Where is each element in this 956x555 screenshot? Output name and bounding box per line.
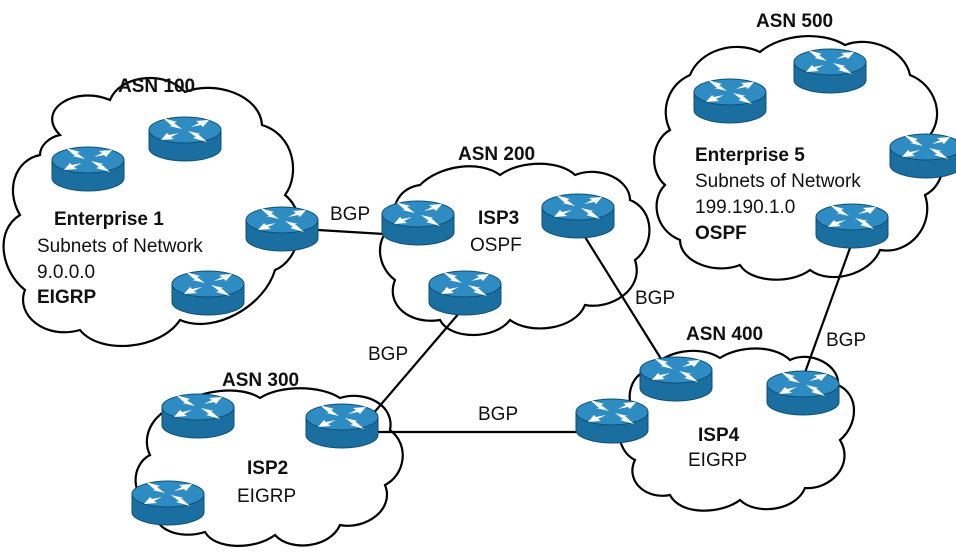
network-name: ISP4 xyxy=(698,425,740,446)
link-protocol-label: BGP xyxy=(635,288,675,309)
router-icon[interactable] xyxy=(51,146,125,192)
router-icon[interactable] xyxy=(171,270,245,316)
link-asn200-asn400 xyxy=(584,236,669,371)
subnet-address: 199.190.1.0 xyxy=(695,197,795,218)
network-name: ISP3 xyxy=(478,208,519,229)
network-name: ISP2 xyxy=(247,458,288,479)
router-icon[interactable] xyxy=(815,203,889,249)
asn-label: ASN 400 xyxy=(686,324,763,345)
subnet-label: Subnets of Network xyxy=(695,171,861,192)
router-icon[interactable] xyxy=(639,356,713,402)
subnet-address: 9.0.0.0 xyxy=(37,262,95,283)
link-asn200-asn300 xyxy=(371,311,461,416)
asn-label: ASN 100 xyxy=(118,76,195,97)
asn-label: ASN 200 xyxy=(458,144,535,165)
router-icon[interactable] xyxy=(381,200,455,246)
asn-label: ASN 300 xyxy=(222,370,299,391)
router-icon[interactable] xyxy=(766,370,840,416)
router-icon[interactable] xyxy=(245,206,319,252)
router-icon[interactable] xyxy=(575,398,649,444)
asn-label: ASN 500 xyxy=(756,11,833,32)
routing-protocol: OSPF xyxy=(695,223,747,244)
router-icon[interactable] xyxy=(131,480,205,526)
link-protocol-label: BGP xyxy=(478,404,518,425)
router-icon[interactable] xyxy=(148,116,222,162)
link-protocol-label: BGP xyxy=(368,344,408,365)
link-asn400-asn500 xyxy=(801,247,852,379)
router-icon[interactable] xyxy=(161,393,235,439)
router-icon[interactable] xyxy=(305,403,379,449)
router-icon[interactable] xyxy=(889,133,956,179)
link-protocol-label: BGP xyxy=(826,330,866,351)
router-icon[interactable] xyxy=(693,78,767,124)
routing-protocol: EIGRP xyxy=(688,450,747,471)
routing-protocol: EIGRP xyxy=(37,287,96,308)
router-icon[interactable] xyxy=(793,48,867,94)
router-icon[interactable] xyxy=(428,270,502,316)
subnet-label: Subnets of Network xyxy=(37,236,203,257)
network-name: Enterprise 5 xyxy=(695,145,805,166)
link-protocol-label: BGP xyxy=(330,204,370,225)
routing-protocol: OSPF xyxy=(470,235,522,256)
router-icon[interactable] xyxy=(541,193,615,239)
link-asn100-asn200 xyxy=(317,228,385,236)
network-name: Enterprise 1 xyxy=(54,209,164,230)
routing-protocol: EIGRP xyxy=(237,486,296,507)
